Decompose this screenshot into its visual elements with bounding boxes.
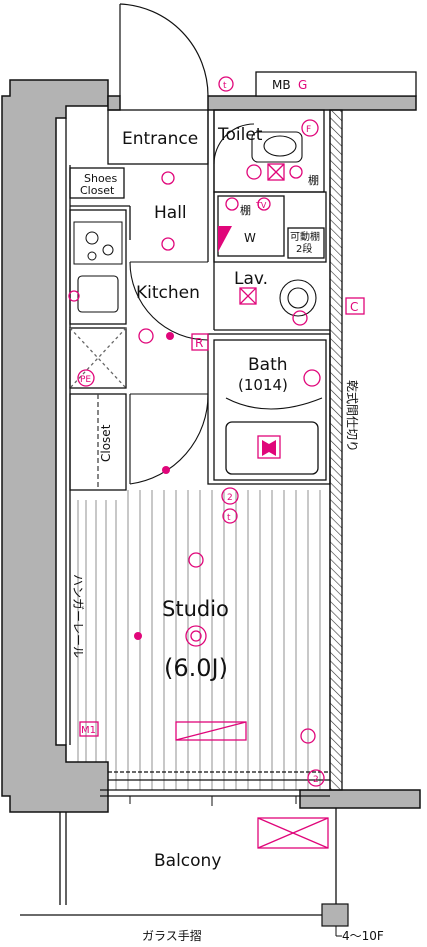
floors-label: 4〜10F <box>342 929 384 943</box>
shelf-label: 棚 <box>308 173 319 187</box>
studio-door[interactable] <box>129 393 209 485</box>
shelf-label-2: 棚 <box>240 203 251 217</box>
shoes-closet-label-2: Closet <box>80 184 115 197</box>
studio-size-label: (6.0J) <box>164 654 228 682</box>
shoes-closet-label-1: Shoes <box>84 172 117 185</box>
drying-partition-wall <box>329 109 343 791</box>
pe-symbol: PE <box>80 375 91 385</box>
lav-label: Lav. <box>234 269 268 289</box>
hanger-rail-label: ハンガーレール <box>71 574 85 658</box>
g-label: G <box>298 78 307 92</box>
electrical-symbols <box>68 76 365 849</box>
drying-partition-label: 乾式間仕切り <box>345 380 359 452</box>
walls <box>1 79 421 813</box>
entrance-door[interactable] <box>119 3 209 97</box>
f-symbol: F <box>306 125 311 135</box>
r-box-label: R <box>195 336 203 350</box>
stove <box>73 221 123 265</box>
bath-label: Bath <box>248 355 288 375</box>
tv-symbol: TV <box>255 201 267 210</box>
bath-door[interactable] <box>225 397 323 410</box>
balcony-label: Balcony <box>154 851 221 871</box>
balcony-column <box>321 903 349 927</box>
closet-label: Closet <box>99 424 113 462</box>
lav-basin <box>279 279 317 317</box>
entrance-label: Entrance <box>122 129 198 149</box>
studio-label: Studio <box>162 597 229 621</box>
bath-size-label: (1014) <box>238 376 288 394</box>
movable-shelf-label-1: 可動棚 <box>290 230 320 243</box>
kitchen-sink <box>77 275 119 313</box>
two-symbol-1: 2 <box>227 493 233 503</box>
t-symbol-studio: t <box>227 513 231 523</box>
window-marks <box>129 796 297 806</box>
mb-box <box>255 71 417 97</box>
toilet-door[interactable] <box>213 123 255 165</box>
glass-rail-label: ガラス手摺 <box>142 928 202 943</box>
hall-label: Hall <box>154 203 187 223</box>
m1-label: M1 <box>81 725 96 736</box>
toilet-label: Toilet <box>217 125 263 145</box>
kitchen-label: Kitchen <box>136 283 200 303</box>
toilet-fixture <box>251 131 303 163</box>
t-symbol-top: t <box>223 81 227 91</box>
mb-label: MB <box>272 78 291 92</box>
two-symbol-2: 2 <box>313 775 319 785</box>
washer-label: W <box>244 231 256 245</box>
movable-shelf-label-2: 2段 <box>296 242 312 255</box>
filled-accents <box>134 226 281 640</box>
c-box-label: C <box>350 300 358 314</box>
